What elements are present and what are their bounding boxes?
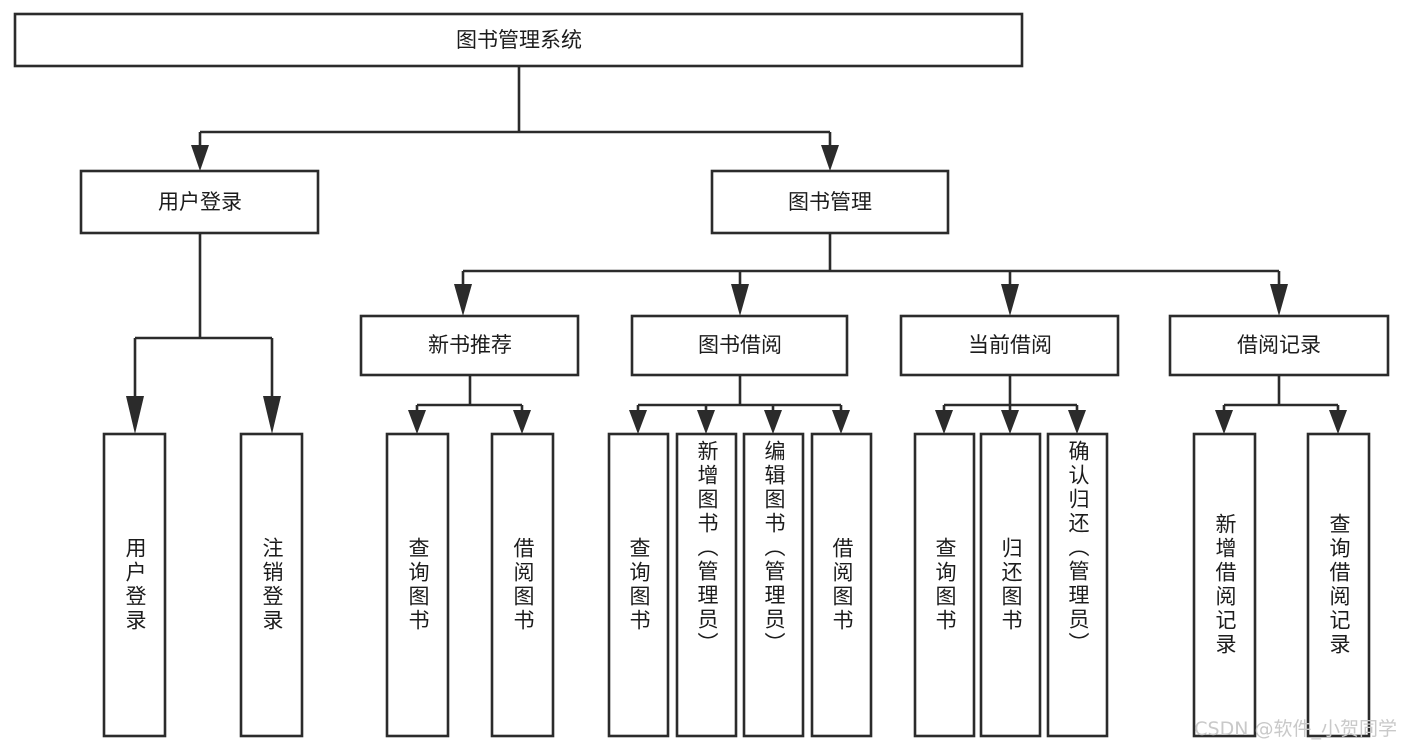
node-current-borrow-box[interactable] — [899, 314, 1120, 377]
arrow-head-icon — [454, 284, 472, 316]
connector-newbook-to-leaves — [408, 375, 531, 434]
leaf-box-borrow-book-1[interactable] — [490, 432, 555, 738]
node-current-borrow[interactable]: 当前借阅 — [899, 314, 1120, 377]
arrow-head-icon — [731, 284, 749, 316]
connector-currentborrow-to-leaves — [935, 375, 1086, 434]
arrow-head-icon — [191, 145, 209, 171]
node-borrow-record-label: 借阅记录 — [1237, 333, 1321, 357]
node-new-book-recommend-label: 新书推荐 — [428, 333, 512, 357]
node-new-book-recommend-box[interactable] — [359, 314, 580, 377]
node-book-management[interactable]: 图书管理 — [710, 169, 950, 235]
leaf-boxes-user-login — [102, 432, 304, 738]
node-root[interactable]: 图书管理系统 — [13, 12, 1024, 68]
node-borrow-record[interactable]: 借阅记录 — [1168, 314, 1390, 377]
node-current-borrow-label: 当前借阅 — [968, 333, 1052, 357]
leaf-boxes-borrow-record — [1192, 432, 1371, 738]
arrow-head-icon — [629, 410, 647, 434]
arrow-head-icon — [697, 410, 715, 434]
node-new-book-recommend[interactable]: 新书推荐 — [359, 314, 580, 377]
node-root-box[interactable] — [13, 12, 1024, 68]
node-book-management-label: 图书管理 — [788, 190, 872, 214]
arrow-head-icon — [1001, 410, 1019, 434]
connector-bookborrow-to-leaves — [629, 375, 850, 434]
arrow-head-icon — [764, 410, 782, 434]
arrow-head-icon — [513, 410, 531, 434]
node-borrow-record-box[interactable] — [1168, 314, 1390, 377]
node-book-borrow[interactable]: 图书借阅 — [630, 314, 849, 377]
arrow-head-icon — [1329, 410, 1347, 434]
connector-root-to-level2 — [191, 66, 839, 171]
leaf-box-borrow-book-2[interactable] — [810, 432, 873, 738]
arrow-head-icon — [1001, 284, 1019, 316]
leaf-box-query-book-1[interactable] — [385, 432, 450, 738]
leaf-box-confirm-return-admin[interactable] — [1046, 432, 1109, 738]
leaf-boxes-new-book — [385, 432, 555, 738]
node-user-login-box[interactable] — [79, 169, 320, 235]
leaf-box-query-borrow-record[interactable] — [1306, 432, 1371, 738]
arrow-head-icon — [1270, 284, 1288, 316]
node-root-label: 图书管理系统 — [456, 28, 582, 52]
leaf-box-add-book-admin[interactable] — [675, 432, 738, 738]
watermark-text: CSDN @软件_小贺同学 — [1194, 718, 1397, 740]
node-book-borrow-label: 图书借阅 — [698, 333, 782, 357]
arrow-head-icon — [1068, 410, 1086, 434]
connector-borrowrecord-to-leaves — [1215, 375, 1347, 434]
leaf-box-edit-book-admin[interactable] — [742, 432, 805, 738]
arrow-head-icon — [263, 396, 281, 434]
leaf-box-logout-login[interactable] — [239, 432, 304, 738]
node-book-management-box[interactable] — [710, 169, 950, 235]
leaf-boxes-current-borrow — [913, 432, 1109, 738]
arrow-head-icon — [832, 410, 850, 434]
leaf-box-return-book[interactable] — [979, 432, 1042, 738]
leaf-boxes-book-borrow — [607, 432, 873, 738]
node-user-login[interactable]: 用户登录 — [79, 169, 320, 235]
arrow-head-icon — [1215, 410, 1233, 434]
arrow-head-icon — [821, 145, 839, 171]
leaf-box-query-book-2[interactable] — [607, 432, 670, 738]
arrow-head-icon — [408, 410, 426, 434]
leaf-box-user-login[interactable] — [102, 432, 167, 738]
node-book-borrow-box[interactable] — [630, 314, 849, 377]
leaf-box-query-book-3[interactable] — [913, 432, 976, 738]
node-user-login-label: 用户登录 — [158, 190, 242, 214]
arrow-head-icon — [935, 410, 953, 434]
leaf-box-add-borrow-record[interactable] — [1192, 432, 1257, 738]
arrow-head-icon — [126, 396, 144, 434]
connector-userlogin-to-leaves — [126, 233, 281, 434]
connector-bookmgmt-to-level3 — [454, 233, 1288, 316]
